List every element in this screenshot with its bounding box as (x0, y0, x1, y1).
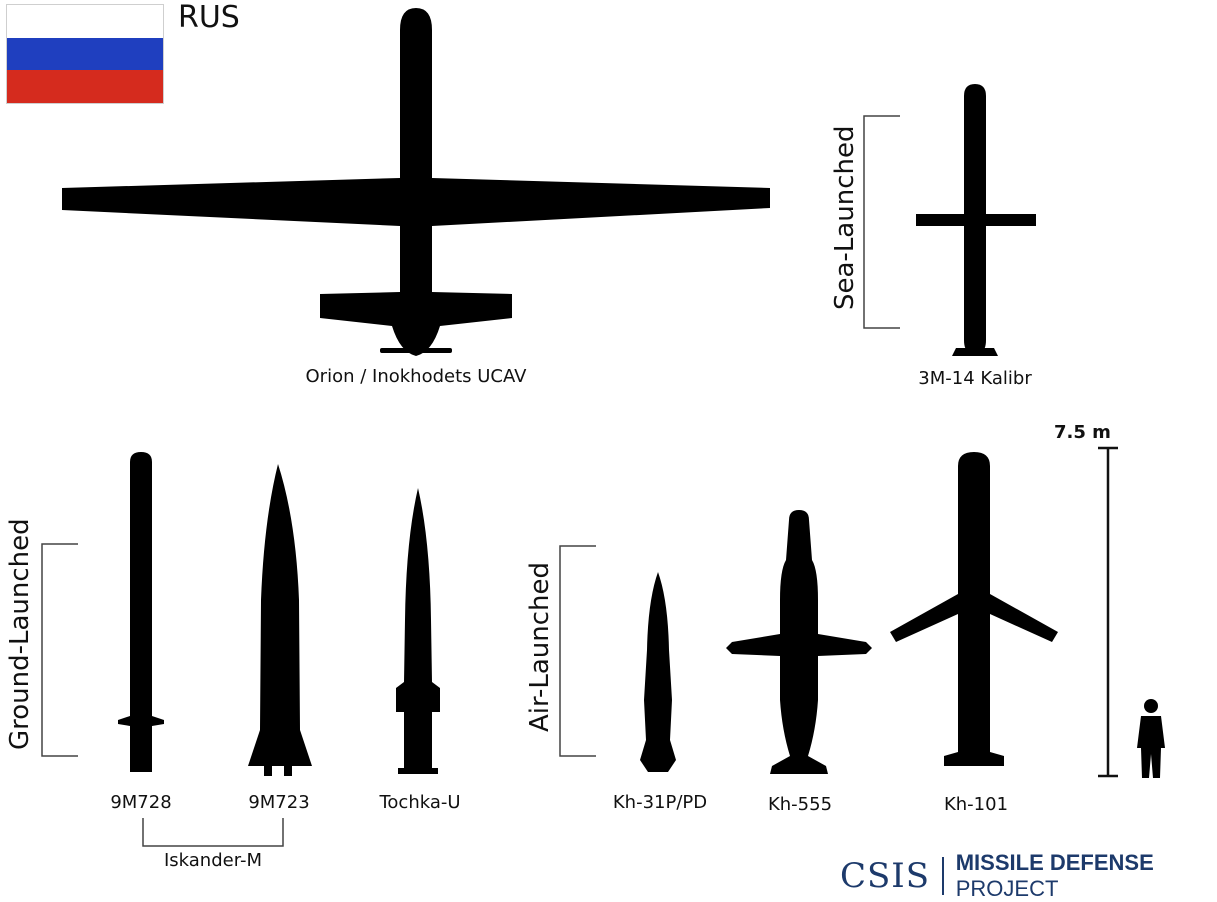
country-label: RUS (178, 0, 240, 35)
scale-bar (1098, 446, 1118, 778)
csis-mdp-logo: CSIS MISSILE DEFENSE PROJECT (840, 850, 1217, 901)
kh555-label: Kh-555 (767, 794, 833, 815)
air-bracket (559, 545, 596, 757)
iskander-label: Iskander-M (163, 850, 262, 871)
project-rest: PROJECT (955, 876, 1059, 901)
sea-bracket (863, 115, 900, 329)
orion-ucav-silhouette (62, 8, 770, 356)
kh31-label: Kh-31P/PD (612, 792, 708, 813)
iskander-bracket (142, 818, 284, 847)
flag-stripe-blue (7, 37, 163, 71)
kh31-silhouette (640, 572, 676, 772)
flag-stripe-red (7, 70, 163, 103)
project-wordmark: MISSILE DEFENSE PROJECT (956, 850, 1217, 902)
flag-stripe-white (7, 5, 163, 38)
9m728-label: 9M728 (110, 792, 172, 813)
kalibr-label: 3M-14 Kalibr (918, 368, 1032, 389)
human-scale-silhouette (1137, 699, 1165, 778)
orion-label: Orion / Inokhodets UCAV (305, 366, 527, 387)
9m723-label: 9M723 (248, 792, 310, 813)
kh101-silhouette (890, 452, 1058, 766)
ground-bracket (41, 543, 78, 757)
russia-flag (6, 4, 164, 104)
tochka-label: Tochka-U (379, 792, 461, 813)
project-bold: MISSILE DEFENSE (955, 850, 1154, 875)
kalibr-silhouette (916, 84, 1036, 356)
ground-launched-label: Ground-Launched (5, 518, 35, 750)
9m723-silhouette (248, 464, 312, 776)
sea-launched-label: Sea-Launched (830, 125, 860, 310)
scale-label: 7.5 m (1054, 422, 1111, 443)
csis-wordmark: CSIS (840, 856, 931, 896)
logo-divider (942, 857, 944, 895)
tochka-silhouette (396, 488, 440, 774)
kh555-silhouette (726, 510, 872, 774)
kh101-label: Kh-101 (943, 794, 1009, 815)
9m728-silhouette (118, 452, 164, 772)
air-launched-label: Air-Launched (525, 561, 555, 733)
